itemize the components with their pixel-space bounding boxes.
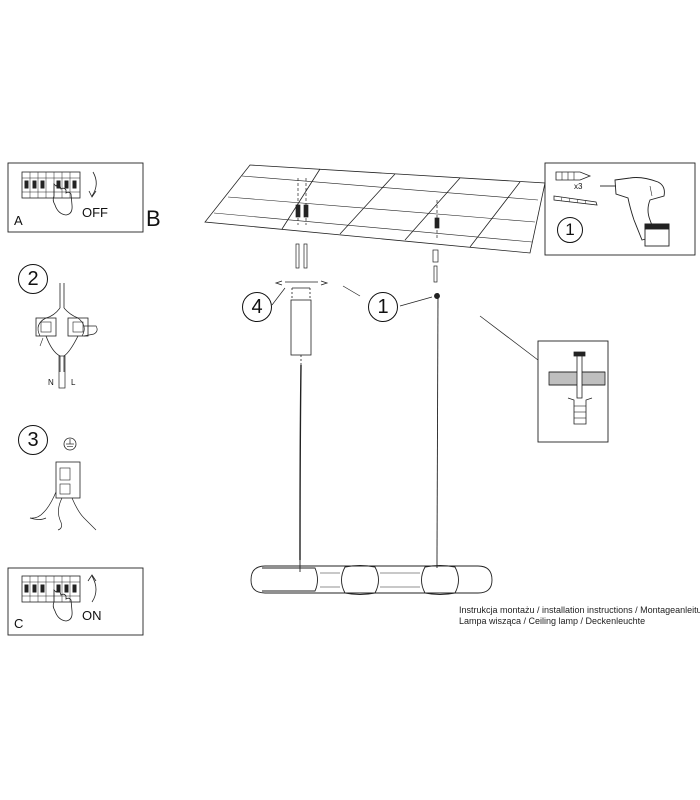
earth-symbol-icon — [63, 437, 77, 451]
hand-switch-on-icon — [52, 589, 73, 622]
panel-b-letter: B — [146, 206, 161, 231]
breaker-box-icon — [21, 575, 81, 603]
breaker-box-icon — [21, 171, 81, 199]
panel-a-action-label: OFF — [82, 205, 108, 220]
ceiling-drill-marks — [295, 178, 440, 240]
live-wire-label: L — [71, 378, 76, 387]
step-4-number: 4 — [251, 295, 263, 318]
anchor-detail-icon — [548, 351, 606, 425]
step-4-badge: 4 — [242, 292, 272, 322]
caption-line-2: Lampa wisząca / Ceiling lamp / Deckenleu… — [459, 616, 646, 626]
arrow-down-icon — [88, 171, 97, 198]
terminal-block-icon — [35, 283, 98, 389]
callout-leaders — [271, 285, 539, 361]
canopy-bracket — [274, 280, 329, 298]
hand-switch-off-icon — [52, 183, 73, 216]
earth-terminal-icon — [29, 461, 97, 531]
step-3-number: 3 — [27, 428, 39, 451]
arrow-up-icon — [87, 574, 97, 603]
detail-panel-frame — [537, 340, 609, 443]
kit-quantity-label: x3 — [574, 182, 583, 191]
step-1-badge: 1 — [368, 292, 398, 322]
screw-pair — [295, 243, 439, 283]
kit-step-badge: 1 — [557, 217, 583, 243]
caption-line-1: Instrukcja montażu / installation instru… — [459, 605, 700, 615]
kit-panel-frame — [544, 162, 696, 256]
panel-c-letter: C — [14, 616, 24, 631]
ceiling-grid — [204, 164, 546, 254]
kit-step-number: 1 — [565, 220, 575, 239]
wall-plug-icon — [555, 171, 592, 181]
step-1-number: 1 — [377, 295, 389, 318]
panel-c-action-label: ON — [82, 608, 102, 623]
panel-c-frame — [7, 567, 144, 636]
step-3-badge: 3 — [18, 425, 48, 455]
step-2-badge: 2 — [18, 264, 48, 294]
lamp-body — [250, 565, 493, 595]
screw-icon — [553, 195, 598, 206]
panel-a-letter: A — [14, 213, 23, 228]
panel-a-frame — [7, 162, 144, 233]
step-2-number: 2 — [27, 267, 39, 290]
suspension-cables — [299, 292, 440, 572]
neutral-wire-label: N — [48, 378, 54, 387]
canopy-tube — [290, 299, 312, 365]
drill-icon — [600, 177, 670, 247]
